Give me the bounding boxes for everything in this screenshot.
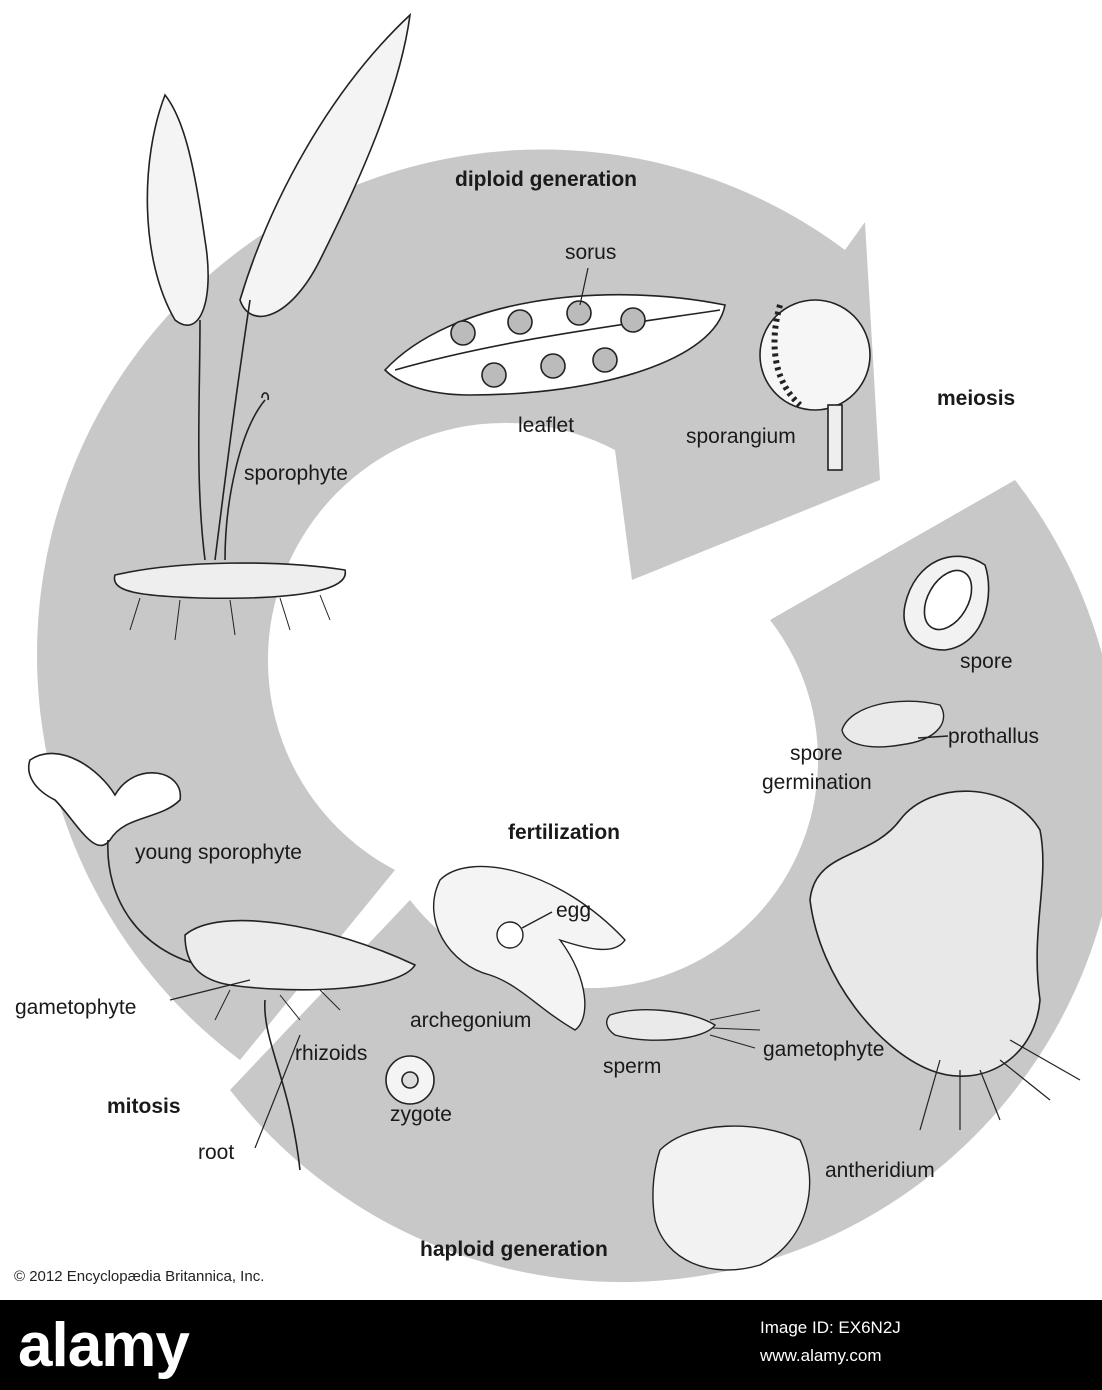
- zygote-label: zygote: [390, 1103, 452, 1126]
- leaflet-illustration: [383, 267, 726, 396]
- young-sporophyte-label: young sporophyte: [135, 841, 302, 864]
- archegonium-illustration: [433, 865, 626, 1031]
- copyright-credit: © 2012 Encyclopædia Britannica, Inc.: [14, 1268, 265, 1285]
- meiosis-label: meiosis: [937, 387, 1016, 410]
- haploid-arc-arrow: [230, 480, 1102, 1283]
- leaflet-label: leaflet: [518, 414, 575, 437]
- young-sporophyte-illustration: [28, 752, 417, 1171]
- sporangium-label: sporangium: [686, 425, 796, 448]
- sorus-label: sorus: [565, 241, 617, 264]
- root-label: root: [198, 1141, 235, 1164]
- spore-label: spore: [960, 650, 1013, 673]
- sporophyte-illustration: [113, 12, 412, 641]
- sperm-label: sperm: [603, 1055, 662, 1078]
- sporophyte-label: sporophyte: [244, 462, 348, 485]
- mitosis-label: mitosis: [107, 1095, 181, 1118]
- haploid-generation-label: haploid generation: [420, 1238, 608, 1261]
- cycle-ring: [36, 149, 1102, 1283]
- gametophyte-right-label: gametophyte: [763, 1038, 885, 1061]
- spore-illustration: [903, 555, 990, 651]
- prothallus-illustration: [841, 700, 949, 748]
- gametophyte-right-illustration: [809, 790, 1081, 1131]
- fertilization-label: fertilization: [508, 821, 621, 844]
- site-url-text[interactable]: www.alamy.com: [760, 1346, 882, 1365]
- life-cycle-diagram: diploid generation meiosis fertilization…: [14, 12, 1102, 1285]
- antheridium-illustration: [652, 1125, 811, 1271]
- diploid-generation-label: diploid generation: [455, 168, 637, 191]
- sperm-illustration: [606, 1009, 761, 1049]
- archegonium-label: archegonium: [410, 1009, 532, 1032]
- gametophyte-left-label: gametophyte: [15, 996, 137, 1019]
- stock-footer-bar: alamy Image ID: EX6N2J www.alamy.com: [0, 1300, 1102, 1390]
- diagram-artwork: [28, 12, 1102, 1283]
- prothallus-label: prothallus: [948, 725, 1040, 748]
- spore-germination-label-line1: spore: [790, 742, 843, 765]
- zygote-illustration: [385, 1055, 435, 1105]
- antheridium-label: antheridium: [825, 1159, 935, 1182]
- spore-germination-label-line2: germination: [762, 771, 872, 794]
- diploid-arc-arrow: [36, 149, 880, 1061]
- egg-label: egg: [556, 899, 592, 922]
- alamy-logo: alamy: [18, 1311, 190, 1380]
- rhizoids-label: rhizoids: [295, 1042, 368, 1065]
- sporangium-illustration: [759, 299, 871, 471]
- image-id-text: Image ID: EX6N2J: [760, 1318, 901, 1337]
